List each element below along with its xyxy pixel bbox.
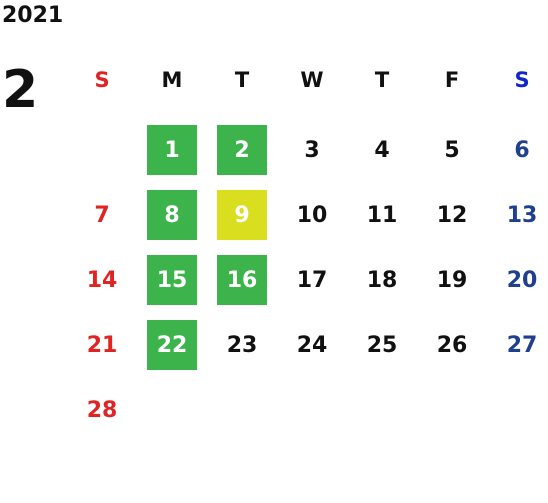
weekday-header-monday: M xyxy=(161,68,183,92)
day-cell-24[interactable]: 24 xyxy=(296,332,328,358)
day-cell-14[interactable]: 14 xyxy=(86,267,118,293)
day-cell-19[interactable]: 19 xyxy=(436,267,468,293)
weekday-header-thursday: T xyxy=(374,68,390,92)
weekday-header-saturday: S xyxy=(514,68,530,92)
day-cell-4[interactable]: 4 xyxy=(374,137,390,163)
day-cell-2[interactable]: 2 xyxy=(217,125,267,175)
day-cell-12[interactable]: 12 xyxy=(436,202,468,228)
day-cell-28[interactable]: 28 xyxy=(86,397,118,423)
day-cell-17[interactable]: 17 xyxy=(296,267,328,293)
day-cell-1[interactable]: 1 xyxy=(147,125,197,175)
day-cell-8[interactable]: 8 xyxy=(147,190,197,240)
day-cell-26[interactable]: 26 xyxy=(436,332,468,358)
day-cell-10[interactable]: 10 xyxy=(296,202,328,228)
day-cell-6[interactable]: 6 xyxy=(514,137,530,163)
day-cell-13[interactable]: 13 xyxy=(506,202,538,228)
day-cell-25[interactable]: 25 xyxy=(366,332,398,358)
day-cell-7[interactable]: 7 xyxy=(94,202,110,228)
day-cell-5[interactable]: 5 xyxy=(444,137,460,163)
day-cell-23[interactable]: 23 xyxy=(226,332,258,358)
weekday-header-sunday: S xyxy=(94,68,110,92)
weekday-header-wednesday: W xyxy=(300,68,324,92)
day-cell-22[interactable]: 22 xyxy=(147,320,197,370)
day-cell-21[interactable]: 21 xyxy=(86,332,118,358)
year-label: 2021 xyxy=(2,3,64,28)
day-cell-27[interactable]: 27 xyxy=(506,332,538,358)
day-cell-16[interactable]: 16 xyxy=(217,255,267,305)
day-cell-20[interactable]: 20 xyxy=(506,267,538,293)
day-cell-3[interactable]: 3 xyxy=(304,137,320,163)
weekday-header-friday: F xyxy=(444,68,460,92)
day-cell-9[interactable]: 9 xyxy=(217,190,267,240)
day-cell-11[interactable]: 11 xyxy=(366,202,398,228)
weekday-header-tuesday: T xyxy=(234,68,250,92)
month-number: 2 xyxy=(2,60,39,120)
day-cell-18[interactable]: 18 xyxy=(366,267,398,293)
day-cell-15[interactable]: 15 xyxy=(147,255,197,305)
